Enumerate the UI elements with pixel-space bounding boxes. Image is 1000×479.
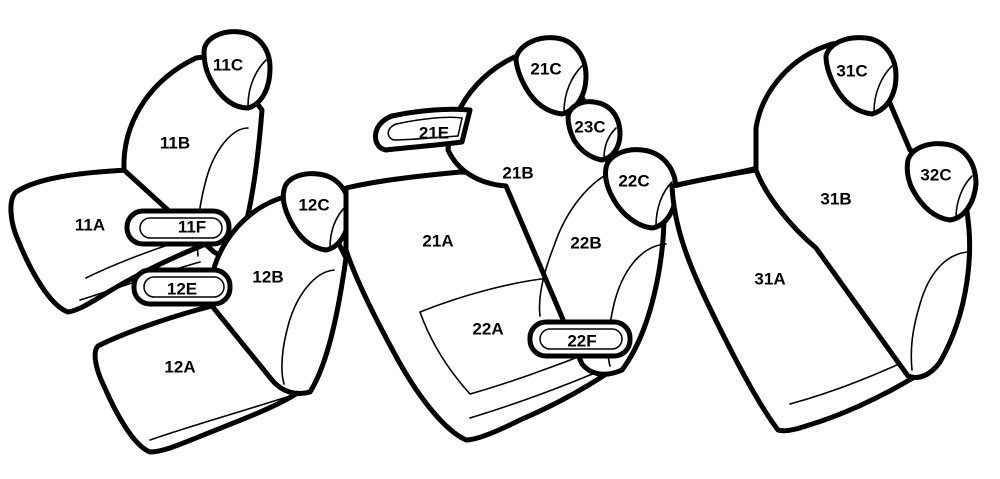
part-labels: 11C 11B 11A 11F 12C 12B 12E 12A 21C 21E … (75, 55, 952, 376)
headrest-31C (823, 35, 899, 117)
headrest-22C-seam (655, 181, 673, 227)
label-11A: 11A (75, 215, 105, 234)
armrest-12E (131, 267, 233, 307)
headrest-32C-seam (955, 175, 973, 219)
seat-cushion-22A-seam (469, 369, 603, 419)
headrest-12C (280, 171, 353, 253)
armrest-22F (527, 319, 633, 359)
headrest-11C-seam (247, 59, 267, 107)
seat-row-3 (669, 35, 979, 434)
armrest-22F-inner (539, 328, 623, 350)
label-12C: 12C (298, 195, 329, 214)
label-22B: 22B (570, 233, 601, 252)
seat-cushion-22A (419, 277, 597, 395)
label-31C: 31C (836, 61, 867, 80)
seat-cushion-12A-seam (149, 395, 291, 441)
seat-backrest-12B-seam (281, 269, 335, 385)
headrest-23C (565, 99, 623, 163)
label-21E: 21E (419, 123, 449, 142)
label-11B: 11B (160, 133, 190, 152)
label-31A: 31A (754, 269, 785, 288)
seat-11 (8, 29, 273, 315)
seat-backrest-31B-seam (910, 251, 969, 371)
label-12A: 12A (164, 357, 195, 376)
headrest-11C (201, 29, 273, 111)
label-12B: 12B (252, 267, 283, 286)
bench-connector (674, 166, 758, 188)
label-22C: 22C (618, 171, 649, 190)
seat-row-2 (343, 35, 679, 443)
label-23C: 23C (574, 117, 605, 136)
label-22A: 22A (472, 319, 503, 338)
label-11F: 11F (178, 217, 206, 236)
seat-backrest-22B-seam (538, 169, 617, 317)
label-31B: 31B (820, 189, 851, 208)
headrest-21C-seam (563, 65, 583, 113)
label-21A: 21A (422, 231, 453, 250)
label-21B: 21B (502, 163, 533, 182)
headrest-31C-seam (873, 65, 893, 113)
armrest-12E-inner (143, 276, 225, 298)
label-22F: 22F (567, 331, 596, 350)
label-32C: 32C (920, 165, 951, 184)
armrest-11F-inner (139, 217, 223, 239)
label-21C: 21C (530, 59, 561, 78)
headrest-23C-seam (603, 127, 617, 159)
armrest-11F (124, 208, 232, 247)
armrest-21E-inner (387, 116, 463, 141)
seat-cushion-21A (343, 169, 615, 443)
label-12E: 12E (167, 279, 197, 298)
seat-12 (92, 171, 353, 455)
label-11C: 11C (213, 55, 243, 74)
